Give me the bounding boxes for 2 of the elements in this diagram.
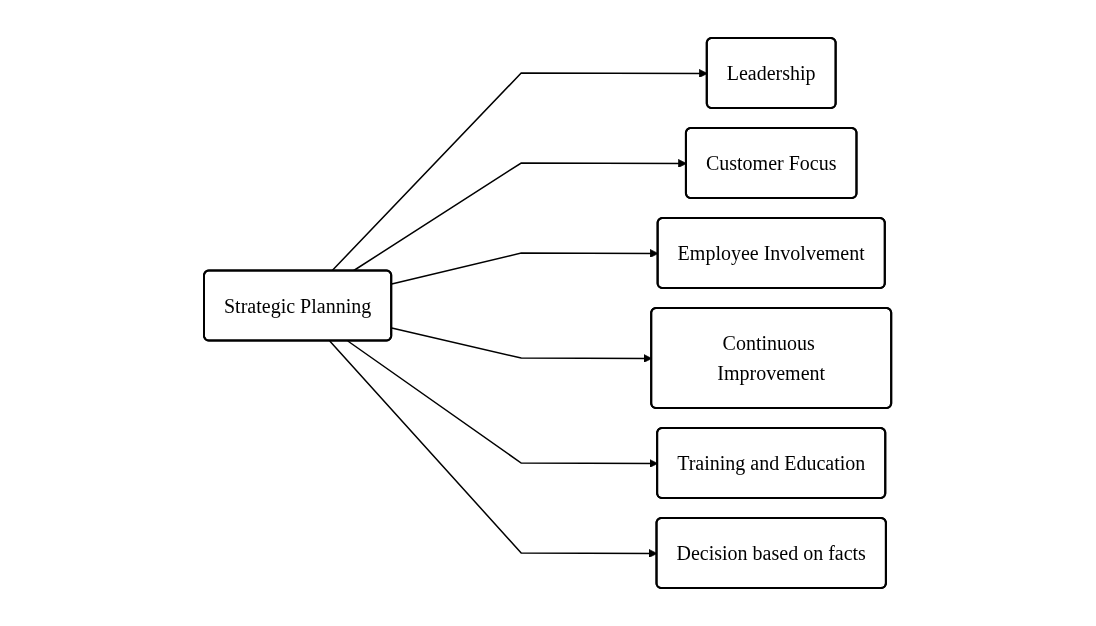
arrow — [391, 249, 659, 285]
arrow — [329, 340, 658, 558]
